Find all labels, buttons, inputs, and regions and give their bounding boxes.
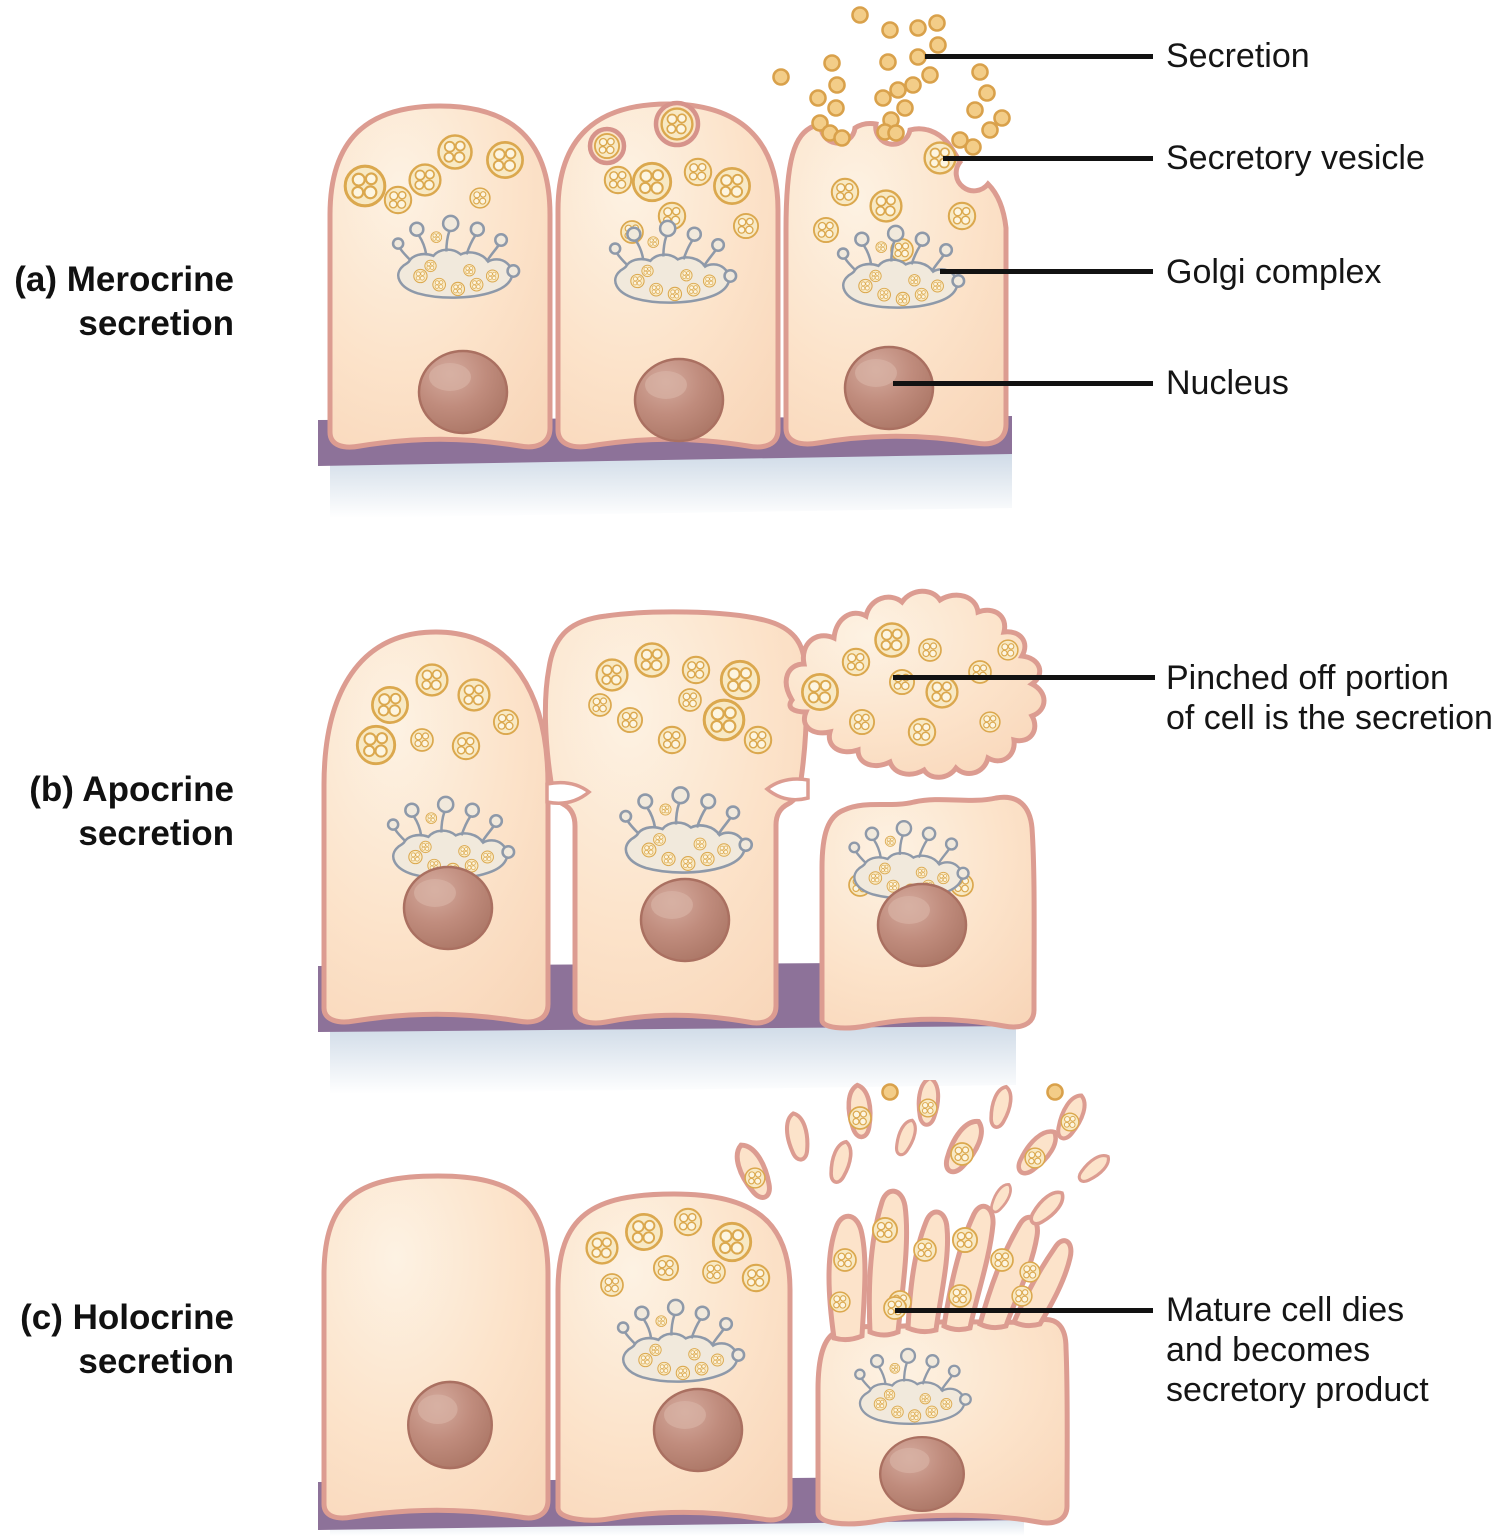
leader-line-golgi-complex <box>940 269 1153 274</box>
panel-c-illustration <box>318 1080 1110 1536</box>
nucleus <box>876 882 968 968</box>
cell <box>555 1191 793 1523</box>
cell <box>327 103 553 450</box>
cell-pinching <box>542 609 810 1026</box>
cell-after-pinch <box>819 794 1037 1031</box>
cell-releasing-secretion <box>783 120 1009 447</box>
nucleus <box>843 345 935 431</box>
leader-line-secretory-vesicle <box>943 156 1153 161</box>
nucleus <box>879 1435 965 1513</box>
annotation-secretion: Secretion <box>1166 37 1310 75</box>
leader-line-nucleus <box>893 381 1153 386</box>
cell <box>321 1173 551 1521</box>
cell <box>555 100 781 450</box>
annotation-golgi-complex: Golgi complex <box>1166 253 1382 291</box>
leader-line-pinched-portion <box>893 675 1155 680</box>
annotation-secretory-vesicle: Secretory vesicle <box>1166 139 1425 177</box>
nucleus <box>406 1380 494 1470</box>
pinch-notch <box>545 780 592 805</box>
panel-b-illustration <box>318 588 1047 1094</box>
cell <box>321 629 551 1025</box>
annotation-nucleus: Nucleus <box>1166 364 1289 402</box>
nucleus <box>652 1387 744 1473</box>
panel-a-illustration <box>318 6 1012 518</box>
pinched-off-portion <box>783 588 1047 780</box>
pinch-notch <box>764 777 810 802</box>
nucleus <box>402 865 494 951</box>
annotation-pinched-portion: Pinched off portion of cell is the secre… <box>1166 659 1493 737</box>
detached-cell-fragments <box>730 1080 1110 1231</box>
panel-b-label: (b) Apocrine secretion <box>29 770 234 853</box>
nucleus <box>639 877 731 963</box>
panel-c-label: (c) Holocrine secretion <box>20 1298 234 1381</box>
nucleus <box>633 357 725 443</box>
nucleus <box>417 349 509 435</box>
leader-line-mature-cell <box>895 1308 1153 1313</box>
underlayer <box>330 450 1012 518</box>
panel-a-label: (a) Merocrine secretion <box>14 260 234 343</box>
annotation-mature-cell: Mature cell dies and becomes secretory p… <box>1166 1291 1429 1409</box>
dying-cell <box>815 1188 1074 1527</box>
docked-secretory-vesicle <box>587 100 701 166</box>
secretory-vesicle <box>437 134 473 170</box>
underlayer <box>330 1022 1016 1094</box>
leader-line-secretion <box>925 54 1153 59</box>
